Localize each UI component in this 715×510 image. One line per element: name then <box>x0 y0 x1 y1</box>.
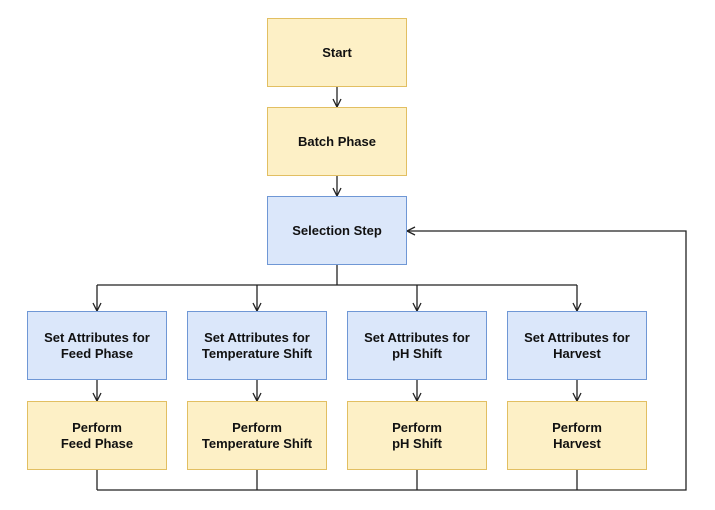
perform-ph-line1: Perform <box>392 419 442 435</box>
perform-feed-line1: Perform <box>72 419 122 435</box>
perform-temp-line1: Perform <box>232 419 282 435</box>
set-harvest-line1: Set Attributes for <box>524 329 630 345</box>
set-ph-line1: Set Attributes for <box>364 329 470 345</box>
batch-phase-node-label: Batch Phase <box>297 133 377 149</box>
perform-harvest-node: Perform Harvest <box>507 401 647 470</box>
perform-feed-line2: Feed Phase <box>60 435 134 451</box>
set-attributes-harvest-node: Set Attributes for Harvest <box>507 311 647 380</box>
set-ph-line2: pH Shift <box>392 345 442 361</box>
set-feed-line2: Feed Phase <box>60 345 134 361</box>
perform-temp-line2: Temperature Shift <box>201 435 313 451</box>
set-feed-line1: Set Attributes for <box>44 329 150 345</box>
set-temp-line2: Temperature Shift <box>201 345 313 361</box>
set-harvest-line2: Harvest <box>553 345 601 361</box>
perform-harvest-line2: Harvest <box>553 435 601 451</box>
connector-loop-back <box>97 231 687 491</box>
perform-ph-line2: pH Shift <box>392 435 442 451</box>
start-node: Start <box>267 18 407 87</box>
set-attributes-temperature-shift-node: Set Attributes for Temperature Shift <box>187 311 327 380</box>
perform-ph-shift-node: Perform pH Shift <box>347 401 487 470</box>
set-attributes-ph-shift-node: Set Attributes for pH Shift <box>347 311 487 380</box>
set-temp-line1: Set Attributes for <box>204 329 310 345</box>
selection-step-node: Selection Step <box>267 196 407 265</box>
start-node-label: Start <box>322 44 352 60</box>
perform-feed-phase-node: Perform Feed Phase <box>27 401 167 470</box>
selection-step-node-label: Selection Step <box>292 222 382 238</box>
perform-temperature-shift-node: Perform Temperature Shift <box>187 401 327 470</box>
batch-phase-node: Batch Phase <box>267 107 407 176</box>
set-attributes-feed-phase-node: Set Attributes for Feed Phase <box>27 311 167 380</box>
perform-harvest-line1: Perform <box>552 419 602 435</box>
